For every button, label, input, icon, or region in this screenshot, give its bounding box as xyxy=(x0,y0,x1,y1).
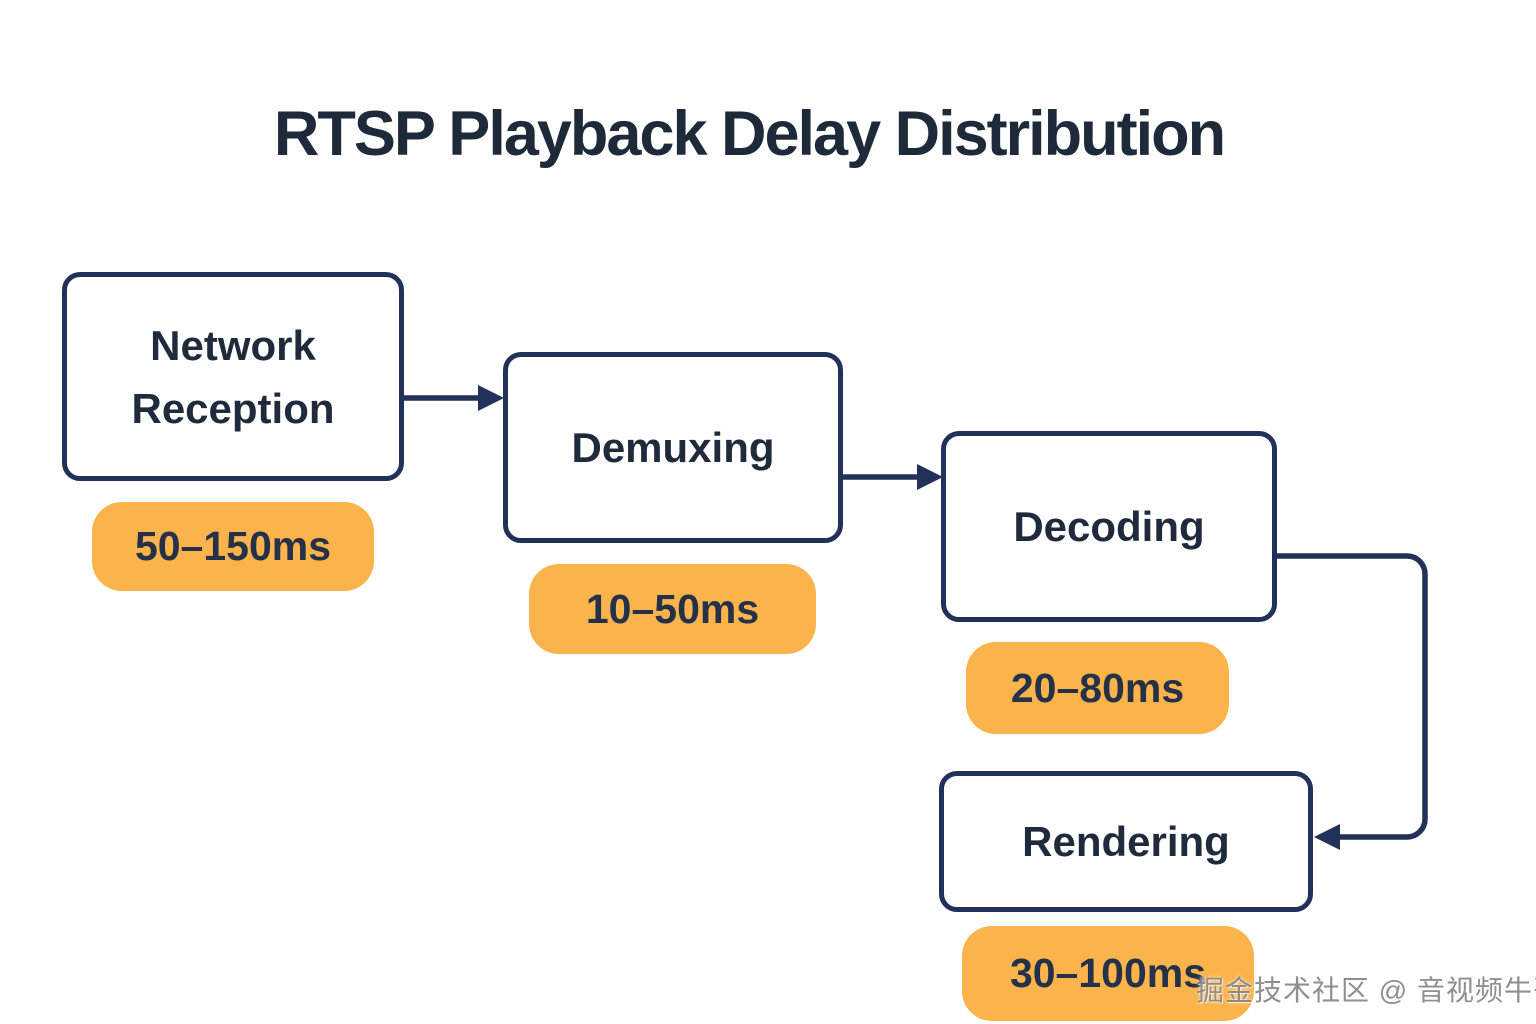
node-demuxing: Demuxing xyxy=(503,352,843,543)
delay-label-network-reception: 50–150ms xyxy=(134,523,332,569)
watermark-text: 掘金技术社区 @ 音视频牛哥 xyxy=(1196,975,1536,1006)
delay-badge-rendering: 30–100ms xyxy=(962,926,1254,1021)
node-label-network-reception: Network Reception xyxy=(131,321,335,432)
node-decoding: Decoding xyxy=(941,431,1277,622)
arrow-network-to-demuxing xyxy=(404,385,504,411)
node-rendering: Rendering xyxy=(939,771,1313,912)
arrowhead-right-icon xyxy=(478,385,504,411)
arrowhead-left-icon xyxy=(1314,824,1340,850)
node-label-demuxing: Demuxing xyxy=(571,424,775,471)
delay-label-decoding: 20–80ms xyxy=(1010,664,1185,711)
delay-badge-decoding: 20–80ms xyxy=(966,642,1229,734)
delay-badge-network-reception: 50–150ms xyxy=(92,502,374,591)
delay-label-rendering: 30–100ms xyxy=(1009,950,1207,996)
arrowhead-right-icon xyxy=(917,464,943,490)
node-network-reception: Network Reception xyxy=(62,272,404,481)
diagram-title: RTSP Playback Delay Distribution xyxy=(273,99,1226,169)
node-label-rendering: Rendering xyxy=(1022,818,1230,865)
arrow-demuxing-to-decoding xyxy=(843,464,943,490)
delay-label-demuxing: 10–50ms xyxy=(585,585,760,632)
delay-badge-demuxing: 10–50ms xyxy=(529,564,816,654)
node-label-decoding: Decoding xyxy=(1013,503,1205,550)
